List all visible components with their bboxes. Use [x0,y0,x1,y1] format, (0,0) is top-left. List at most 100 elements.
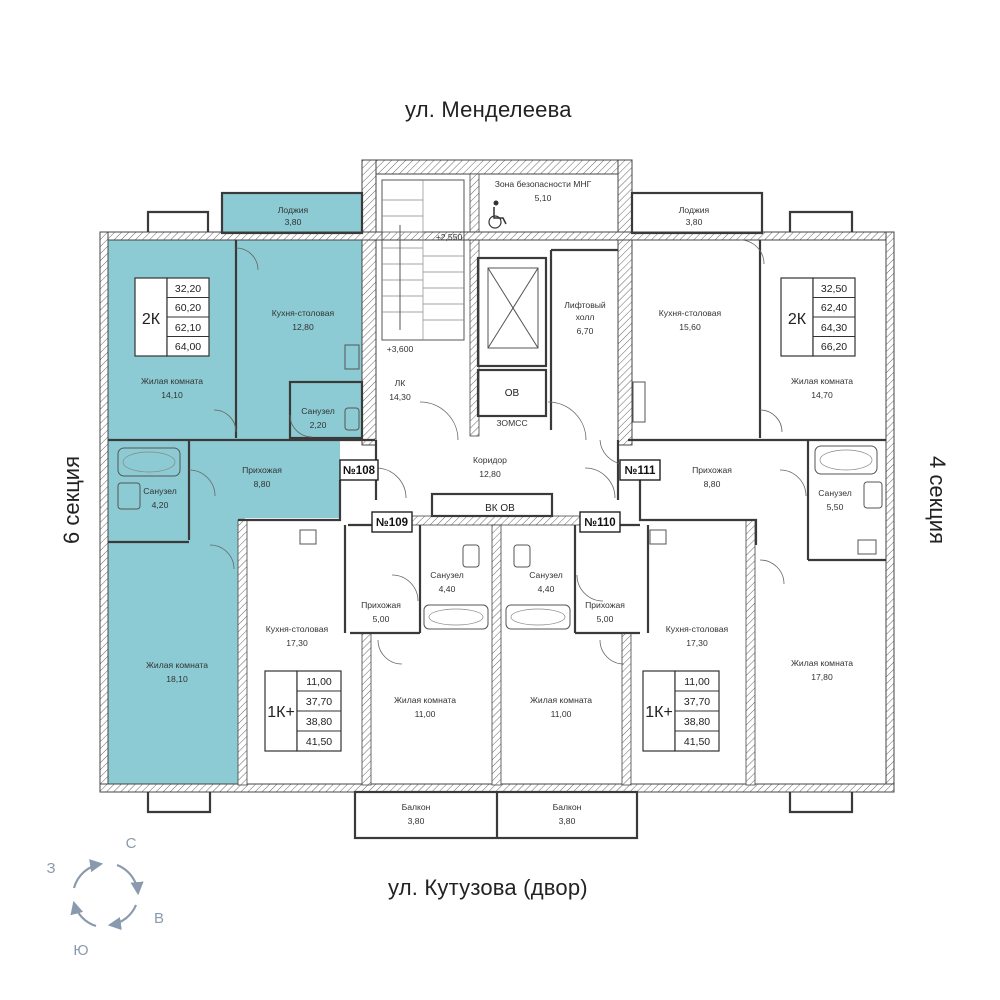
room-hall-110-name: Прихожая [585,600,625,610]
room-living-109-area: 11,00 [415,709,436,719]
fixtures [117,344,883,630]
apartment-111-area-1: 32,50 [821,283,847,295]
room-lift-hall-area: 6,70 [577,326,594,336]
room-hall-109-area: 5,00 [373,614,390,624]
apartment-109-area-badge: 1К+ 11,00 37,70 38,80 41,50 [264,670,342,752]
apartment-111-type: 2К [788,311,807,328]
apartment-109-area-4: 41,50 [306,736,332,748]
room-living-111a-name: Жилая комната [791,376,853,386]
room-hall-108-name: Прихожая [242,465,282,475]
room-living-111b-area: 17,80 [811,672,833,682]
room-bath-108b-area: 4,20 [152,500,169,510]
room-hall-109-name: Прихожая [361,600,401,610]
room-bath-108a-name: Санузел [301,406,334,416]
apartment-109-area-3: 38,80 [306,716,332,728]
apartment-111-area-badge: 2К 32,50 62,40 64,30 66,20 [780,277,856,357]
apartment-111-area-3: 64,30 [821,322,847,334]
room-living-108b-area: 18,10 [166,674,188,684]
room-kitchen-108-area: 12,80 [292,322,314,332]
apartment-110-area-1: 11,00 [684,676,710,688]
compass-east: В [154,910,164,927]
apartment-108-area-1: 32,20 [175,283,201,295]
room-corridor-area: 12,80 [479,469,501,479]
room-loggia-right-area: 3,80 [686,217,703,227]
apartment-108-area-badge: 2К 32,20 60,20 62,10 64,00 [134,277,210,357]
zone-mark-label: ЗОМСС [496,418,527,428]
room-loggia-right-name: Лоджия [679,205,710,215]
apartment-110-area-3: 38,80 [684,716,710,728]
room-bath-111-name: Санузел [818,488,851,498]
room-corridor-name: Коридор [473,455,507,465]
apartment-108-area-3: 62,10 [175,322,201,334]
room-bath-110-name: Санузел [529,570,562,580]
level-mark-top: +2,550 [436,232,463,242]
apartment-108-number-tag[interactable]: №108 [339,459,379,481]
apartment-109-type: 1К+ [267,704,295,721]
apartment-110-area-2: 37,70 [684,696,710,708]
room-lift-hall-name1: Лифтовый [564,300,606,310]
room-bath-110-area: 4,40 [538,584,555,594]
room-living-111a-area: 14,70 [811,390,833,400]
room-bath-111-area: 5,50 [827,502,844,512]
room-living-109-name: Жилая комната [394,695,456,705]
apartment-111-area-2: 62,40 [821,302,847,314]
apartment-108-number: №108 [343,465,376,477]
compass-south: Ю [73,942,88,959]
apartment-110-number: №110 [584,517,615,529]
room-balcony-110-area: 3,80 [559,816,576,826]
room-balcony-109-name: Балкон [402,802,431,812]
room-bath-108a-area: 2,20 [310,420,327,430]
apartment-110-number-tag[interactable]: №110 [579,511,621,533]
staircase [381,179,465,341]
apartment-110-type: 1К+ [645,704,673,721]
apartment-108-type: 2К [142,311,161,328]
room-living-108a-name: Жилая комната [141,376,203,386]
room-hall-108-area: 8,80 [254,479,271,489]
room-bath-108b-name: Санузел [143,486,176,496]
room-kitchen-108-name: Кухня-столовая [272,308,335,318]
compass-west: З [46,860,55,877]
apartment-108-area-4: 64,00 [175,341,201,353]
elevator-shaft [487,267,539,349]
compass-north: С [126,835,137,852]
apartment-111-number-tag[interactable]: №111 [619,459,661,481]
apartment-108-highlight[interactable] [107,193,364,788]
room-bath-109-area: 4,40 [439,584,456,594]
apartment-109-number-tag[interactable]: №109 [371,511,413,533]
apartment-110-area-badge: 1К+ 11,00 37,70 38,80 41,50 [642,670,720,752]
room-kitchen-111-area: 15,60 [679,322,701,332]
apartment-110-area-4: 41,50 [684,736,710,748]
apartment-109-area-2: 37,70 [306,696,332,708]
room-kitchen-109-area: 17,30 [286,638,308,648]
street-north-label: ул. Менделеева [405,97,572,122]
room-loggia-left-area: 3,80 [285,217,302,227]
room-living-110-area: 11,00 [551,709,572,719]
apartment-109-area-1: 11,00 [306,676,332,688]
room-kitchen-110-name: Кухня-столовая [666,624,729,634]
wheelchair-icon [488,200,507,229]
room-hall-111-name: Прихожая [692,465,732,475]
compass-rose: С В Ю З [46,835,164,959]
apartment-111-area-4: 66,20 [821,341,847,353]
room-balcony-110-name: Балкон [553,802,582,812]
apartment-109-number: №109 [376,517,408,529]
apartment-111-number: №111 [625,465,656,477]
room-hall-111-area: 8,80 [704,479,721,489]
level-mark-bottom: +3,600 [387,344,414,354]
apartment-108-area-2: 60,20 [175,302,201,314]
room-ov-name: ОВ [505,388,520,399]
room-living-111b-name: Жилая комната [791,658,853,668]
room-living-108a-area: 14,10 [161,390,183,400]
room-hall-110-area: 5,00 [597,614,614,624]
room-kitchen-110-area: 17,30 [686,638,708,648]
street-south-label: ул. Кутузова (двор) [388,875,588,900]
room-kitchen-111-name: Кухня-столовая [659,308,722,318]
room-safety-zone-area: 5,10 [535,193,552,203]
room-vk-ov-name: ВК ОВ [485,503,515,514]
room-balcony-109-area: 3,80 [408,816,425,826]
room-living-108b-name: Жилая комната [146,660,208,670]
structural-walls [99,159,895,793]
room-kitchen-109-name: Кухня-столовая [266,624,329,634]
room-lift-hall-name2: холл [576,312,595,322]
